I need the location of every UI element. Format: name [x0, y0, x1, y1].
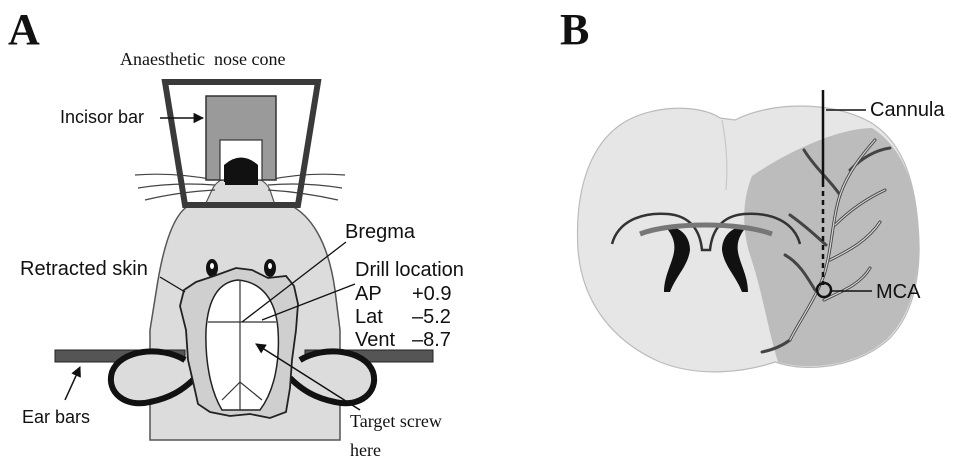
incisor-bar-label: Incisor bar	[60, 107, 144, 127]
drill-location-title: Drill location	[355, 259, 464, 281]
drill-location: Drill location AP +0.9 Lat –5.2 Vent –8.…	[355, 259, 464, 351]
drill-row-lat-value: –5.2	[412, 306, 451, 328]
ear-bars-arrow	[65, 367, 80, 400]
retracted-skin-label: Retracted skin	[20, 258, 148, 280]
panel-a: A	[8, 5, 464, 460]
panel-b-letter: B	[560, 5, 589, 54]
skull	[206, 280, 279, 410]
bregma-label: Bregma	[345, 221, 416, 243]
panel-a-letter: A	[8, 5, 40, 54]
drill-row-vent-value: –8.7	[412, 329, 451, 351]
drill-row-ap-value: +0.9	[412, 283, 451, 305]
drill-row-ap-name: AP	[355, 283, 382, 305]
target-screw-label-1: Target screw	[350, 411, 442, 431]
drill-row-vent-name: Vent	[355, 329, 395, 351]
panel-b: B	[560, 5, 945, 372]
target-screw-label-2: here	[350, 440, 381, 460]
nose-dark	[224, 158, 258, 183]
eye-right	[264, 259, 276, 277]
nose-cone-label: Anaesthetic nose cone	[120, 49, 285, 69]
ear-bars-label: Ear bars	[22, 407, 90, 427]
cannula-label: Cannula	[870, 99, 945, 121]
drill-row-lat-name: Lat	[355, 306, 383, 328]
mca-label: MCA	[876, 281, 921, 303]
